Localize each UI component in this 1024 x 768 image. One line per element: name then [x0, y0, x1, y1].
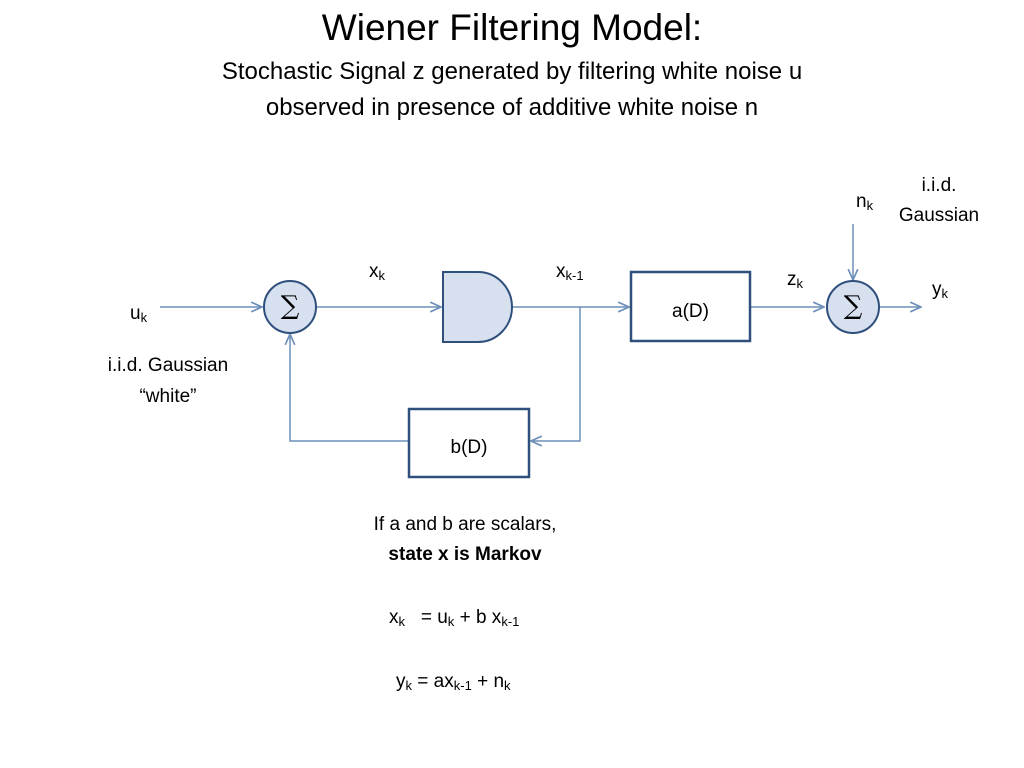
sum-junction-2 — [826, 280, 880, 334]
block-b-label: b(D) — [450, 437, 488, 458]
arrow-branch-to-b — [531, 307, 581, 441]
markov-note: If a and b are scalars, state x is Marko… — [300, 510, 630, 570]
state-equation: xk = uk + b xk-1 — [389, 607, 520, 629]
observation-noise-description: i.i.d. Gaussian — [898, 175, 980, 226]
subtitle-line-2: observed in presence of additive white n… — [265, 94, 759, 121]
input-noise-description: i.i.d. Gaussian “white” — [107, 355, 229, 407]
sum-symbol-1: ∑ — [280, 291, 300, 321]
page-title: Wiener Filtering Model: — [321, 7, 703, 48]
sum-symbol-2: ∑ — [843, 291, 863, 321]
sum-junction-1 — [263, 280, 317, 334]
block-b — [407, 407, 531, 479]
subtitle-line-1: Stochastic Signal z generated by filteri… — [221, 58, 803, 85]
label-y: yk — [932, 279, 948, 301]
markov-note-line-1: If a and b are scalars, — [373, 514, 557, 535]
block-a-label: a(D) — [672, 301, 709, 322]
page-subtitle: Stochastic Signal z generated by filteri… — [0, 54, 1024, 126]
label-x: xk — [369, 261, 385, 283]
label-z: zk — [787, 269, 803, 291]
arrow-b-to-sum1 — [290, 334, 409, 442]
label-u: uk — [130, 303, 148, 325]
label-x-prev: xk-1 — [556, 261, 584, 283]
markov-note-line-2: state x is Markov — [388, 544, 542, 565]
label-n: nk — [856, 191, 874, 213]
observation-equation: yk = axk-1 + nk — [396, 671, 511, 693]
delay-block — [442, 271, 513, 343]
block-a — [629, 270, 752, 343]
